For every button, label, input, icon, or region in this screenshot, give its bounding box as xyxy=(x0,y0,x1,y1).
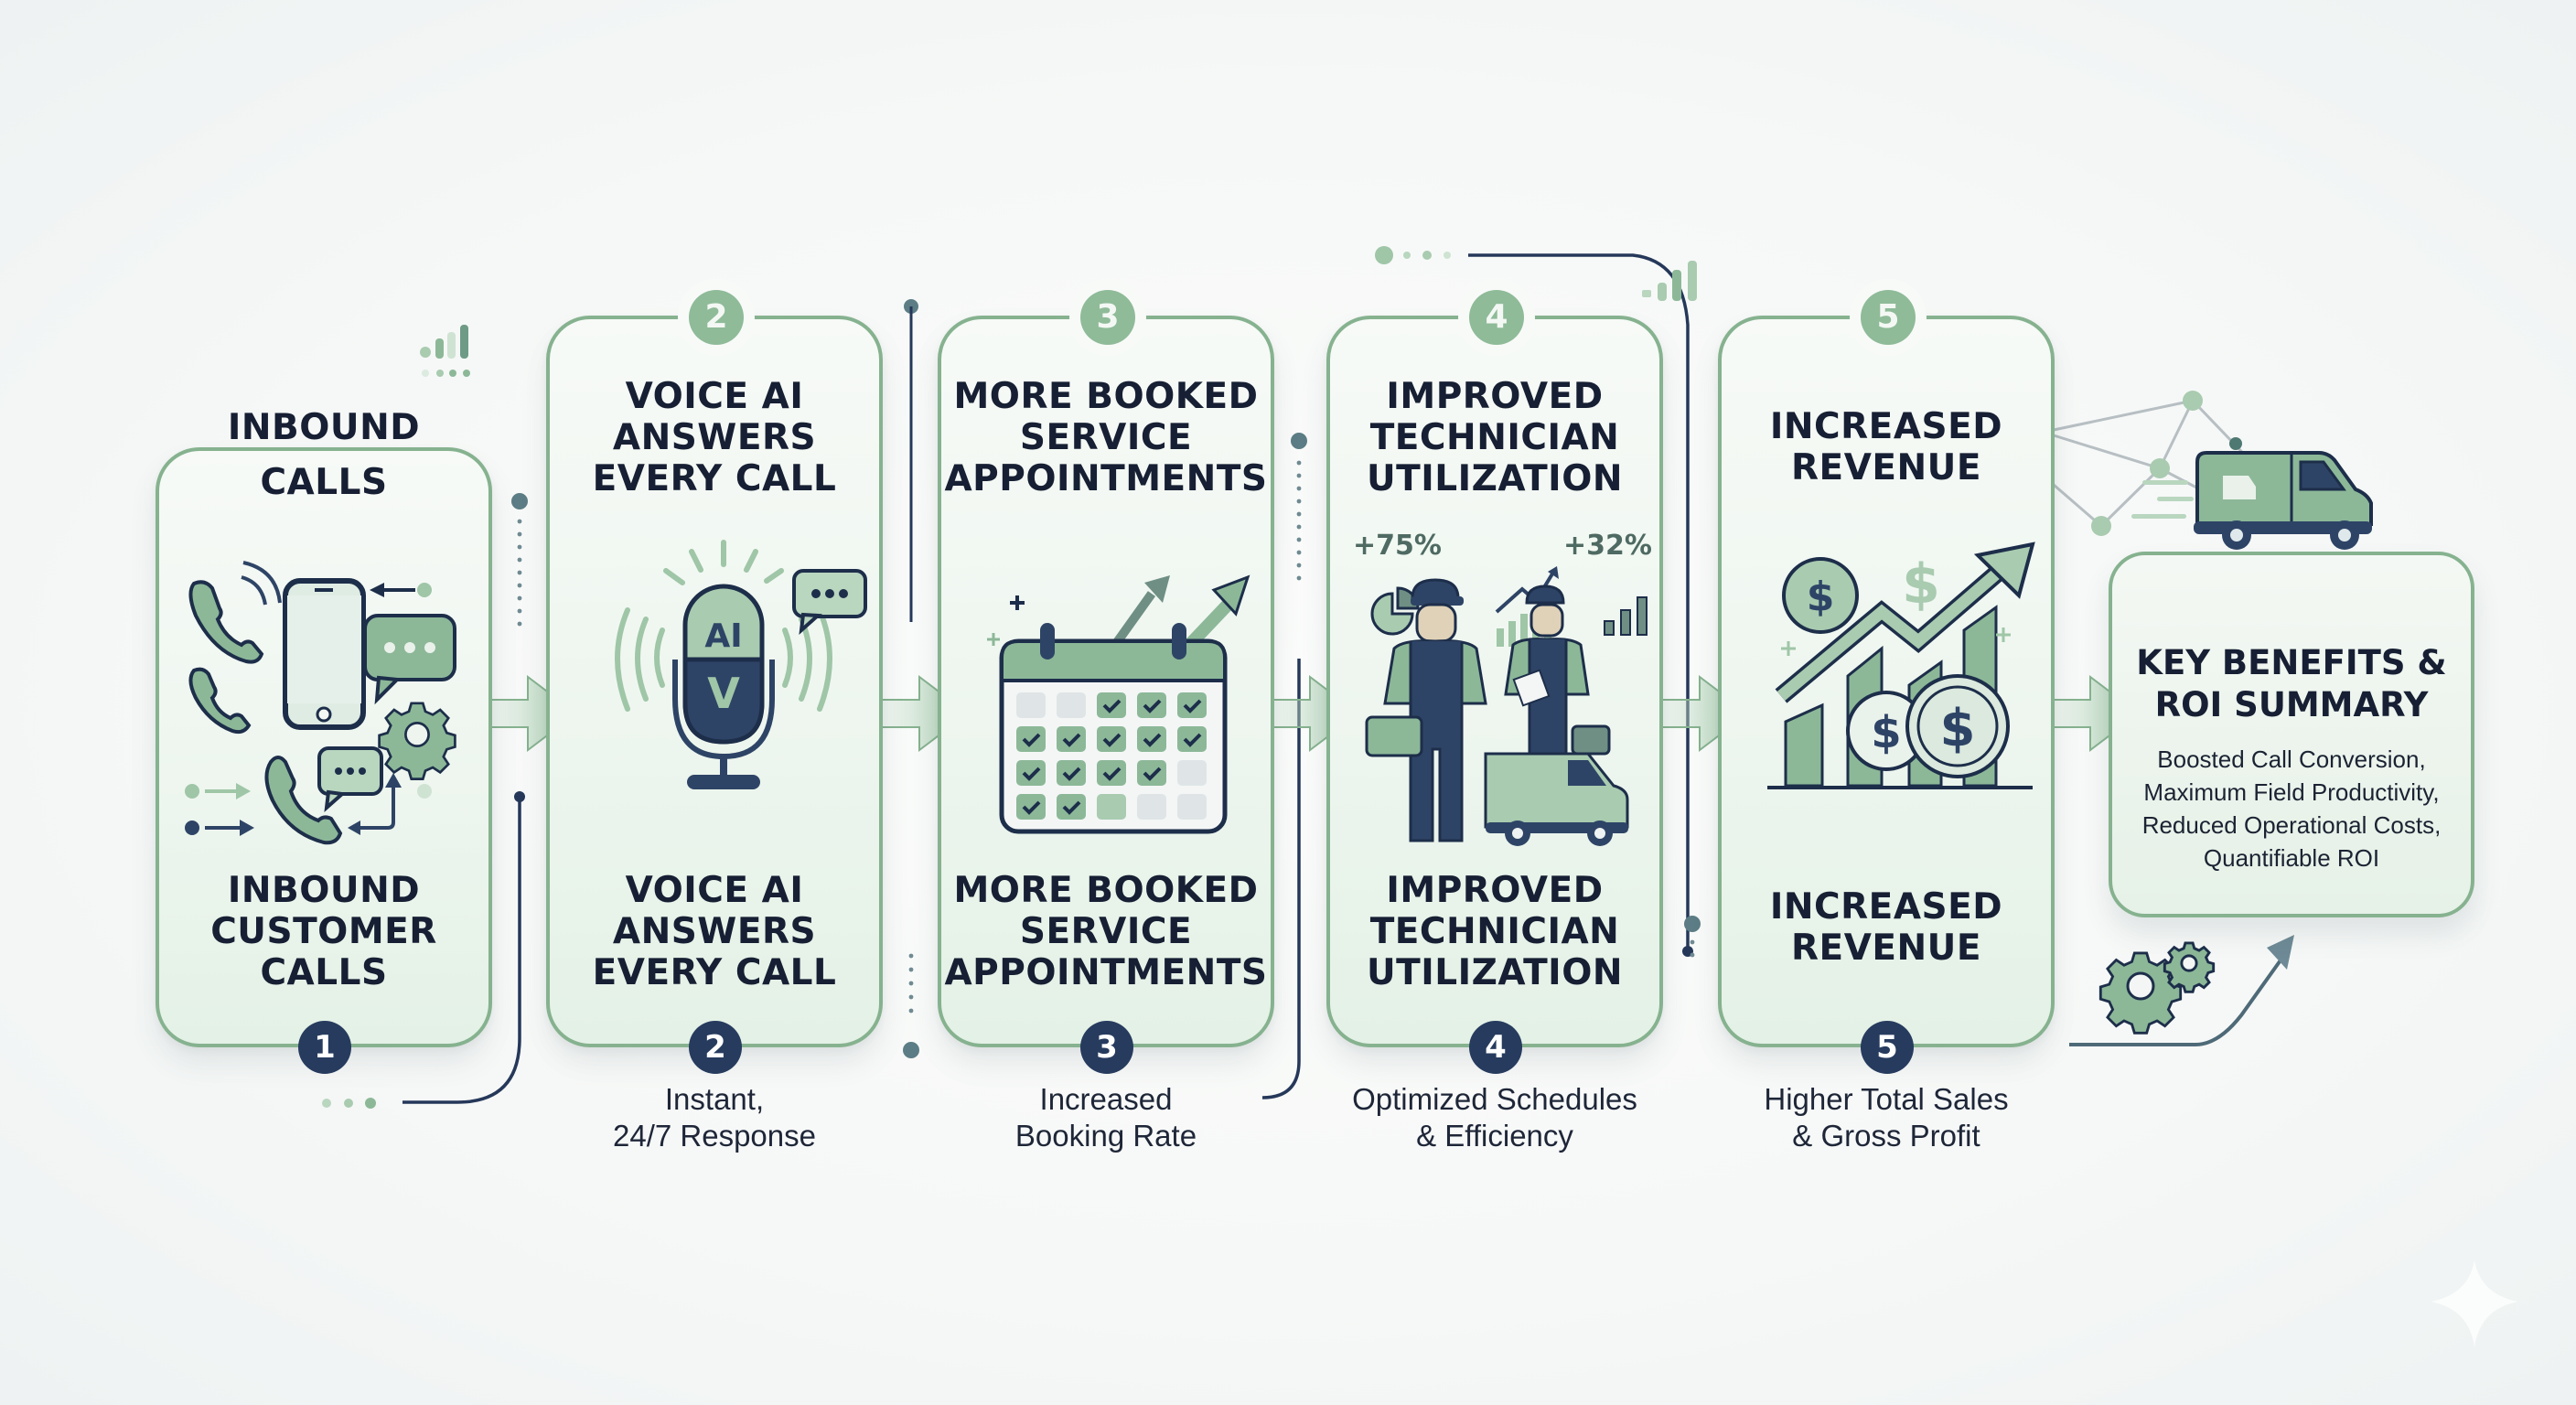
curved-connector xyxy=(1261,659,1301,1099)
svg-text:$: $ xyxy=(1902,552,1940,617)
svg-text:$: $ xyxy=(1807,574,1835,620)
step-card-2: 2 VOICE AI ANSWERS EVERY CALL AI V VOICE… xyxy=(546,290,883,1074)
summary-title: KEY BENEFITS & ROI SUMMARY xyxy=(2136,643,2447,724)
dotted-separator xyxy=(1291,433,1307,581)
step-card-5: 5 INCREASED REVENUE $ $ $ $ INCREASED RE… xyxy=(1718,290,2055,1074)
svg-text:AI: AI xyxy=(704,617,742,655)
step-5-caption: Higher Total Sales & Gross Profit xyxy=(1764,1082,2009,1153)
dots-bottom-left xyxy=(322,1098,376,1109)
step-2-top-title: VOICE AI ANSWERS EVERY CALL xyxy=(592,376,837,499)
step-1-top-title: INBOUND CALLS xyxy=(227,407,421,503)
step-2-caption: Instant, 24/7 Response xyxy=(613,1082,816,1153)
dotted-separator xyxy=(1684,916,1701,958)
step-card-4: 4 IMPROVED TECHNICIAN UTILIZATION +75% +… xyxy=(1326,290,1663,1074)
technicians-van-icon xyxy=(1365,566,1648,846)
key-benefits-card: KEY BENEFITS & ROI SUMMARY Boosted Call … xyxy=(2109,552,2474,917)
svg-text:V: V xyxy=(707,669,740,718)
step-1-number-badge: 1 xyxy=(298,1021,351,1074)
delivery-van-icon xyxy=(2131,451,2373,550)
step-3-top-number: 3 xyxy=(1080,290,1135,345)
step-card-1: INBOUND CUSTOMER CALLS xyxy=(156,447,492,1074)
ai-microphone-icon: AI V xyxy=(615,540,867,789)
network-graph-icon xyxy=(2053,391,2259,536)
step-2-number-badge: 2 xyxy=(689,1021,742,1074)
step-3-bottom-title: MORE BOOKED SERVICE APPOINTMENTS xyxy=(944,870,1268,993)
step-2-top-number: 2 xyxy=(689,290,744,345)
step-1-bottom-title: INBOUND CUSTOMER CALLS xyxy=(210,870,437,993)
step-5-bottom-title: INCREASED REVENUE xyxy=(1769,886,2003,969)
growth-arrow-icon xyxy=(2069,935,2294,1046)
signal-bars-icon xyxy=(420,325,470,377)
phone-calls-cluster-icon xyxy=(185,561,456,845)
step-card-3: 3 MORE BOOKED SERVICE APPOINTMENTS MORE … xyxy=(938,290,1274,1074)
step-5-top-number: 5 xyxy=(1861,290,1916,345)
svg-text:$: $ xyxy=(1871,707,1901,758)
step-4-top-number: 4 xyxy=(1469,290,1524,345)
calendar-checks-icon xyxy=(987,574,1250,834)
step-5-number-badge: 5 xyxy=(1861,1021,1914,1074)
gears-icon xyxy=(2098,941,2216,1035)
dotted-separator xyxy=(511,493,528,627)
summary-body: Boosted Call Conversion, Maximum Field P… xyxy=(2141,745,2442,872)
vertical-line-separator xyxy=(903,299,919,1058)
step-2-bottom-title: VOICE AI ANSWERS EVERY CALL xyxy=(592,870,837,993)
step-4-top-title: IMPROVED TECHNICIAN UTILIZATION xyxy=(1367,376,1623,499)
step-3-top-title: MORE BOOKED SERVICE APPOINTMENTS xyxy=(944,376,1268,499)
stat-left: +75% xyxy=(1353,530,1442,562)
step-3-caption: Increased Booking Rate xyxy=(1014,1082,1197,1153)
step-5-top-title: INCREASED REVENUE xyxy=(1769,406,2003,488)
step-4-caption: Optimized Schedules & Efficiency xyxy=(1352,1082,1637,1153)
step-3-number-badge: 3 xyxy=(1080,1021,1133,1074)
svg-text:$: $ xyxy=(1940,699,1976,758)
decorative-connector-line xyxy=(1375,246,1697,957)
step-4-bottom-title: IMPROVED TECHNICIAN UTILIZATION xyxy=(1367,870,1623,993)
revenue-growth-icon: $ $ $ $ xyxy=(1767,542,2035,789)
sparkle-icon xyxy=(2431,1260,2518,1347)
step-4-number-badge: 4 xyxy=(1469,1021,1522,1074)
stat-right: +32% xyxy=(1563,530,1652,562)
curved-connector xyxy=(402,791,525,1104)
